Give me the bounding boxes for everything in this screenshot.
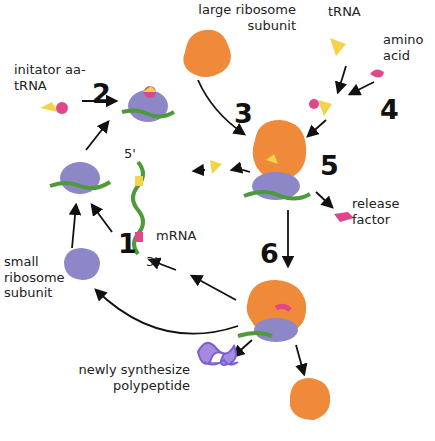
exit-trna bbox=[210, 160, 222, 174]
amino-acid bbox=[370, 69, 384, 77]
part-label: 3' bbox=[146, 254, 166, 270]
part-label: mRNA bbox=[156, 228, 206, 244]
part-label: tRNA bbox=[328, 4, 368, 20]
callout-number: 1 bbox=[118, 230, 138, 257]
callout-number: 5 bbox=[320, 152, 340, 179]
cycle-arrows bbox=[72, 66, 374, 374]
small-subunit-mrna bbox=[50, 162, 110, 194]
part-label: 5' bbox=[124, 146, 144, 162]
trna bbox=[330, 38, 346, 56]
part-label: initator aa-tRNA bbox=[14, 62, 86, 93]
callout-number: 3 bbox=[234, 100, 254, 127]
callout-number: 4 bbox=[380, 96, 400, 123]
callout-number: 2 bbox=[92, 80, 112, 107]
polypeptide-shape bbox=[198, 343, 238, 365]
large-subunit bbox=[183, 30, 231, 77]
part-label: release factor bbox=[352, 196, 422, 227]
charged-trna bbox=[309, 99, 332, 116]
part-label: amino acid bbox=[383, 32, 433, 63]
part-label: small ribosome subunit bbox=[4, 254, 66, 301]
termination-ribosome bbox=[238, 280, 306, 342]
part-label: large ribosome subunit bbox=[186, 2, 296, 33]
released-large-subunit bbox=[290, 378, 330, 420]
callout-number: 6 bbox=[260, 240, 280, 267]
initiation-complex bbox=[122, 86, 174, 122]
release-factor-shape bbox=[334, 212, 354, 222]
initiator-trna bbox=[40, 102, 68, 114]
elongating-ribosome bbox=[244, 120, 310, 200]
small-subunit bbox=[64, 248, 100, 280]
part-label: newly synthesize polypeptide bbox=[40, 362, 190, 393]
